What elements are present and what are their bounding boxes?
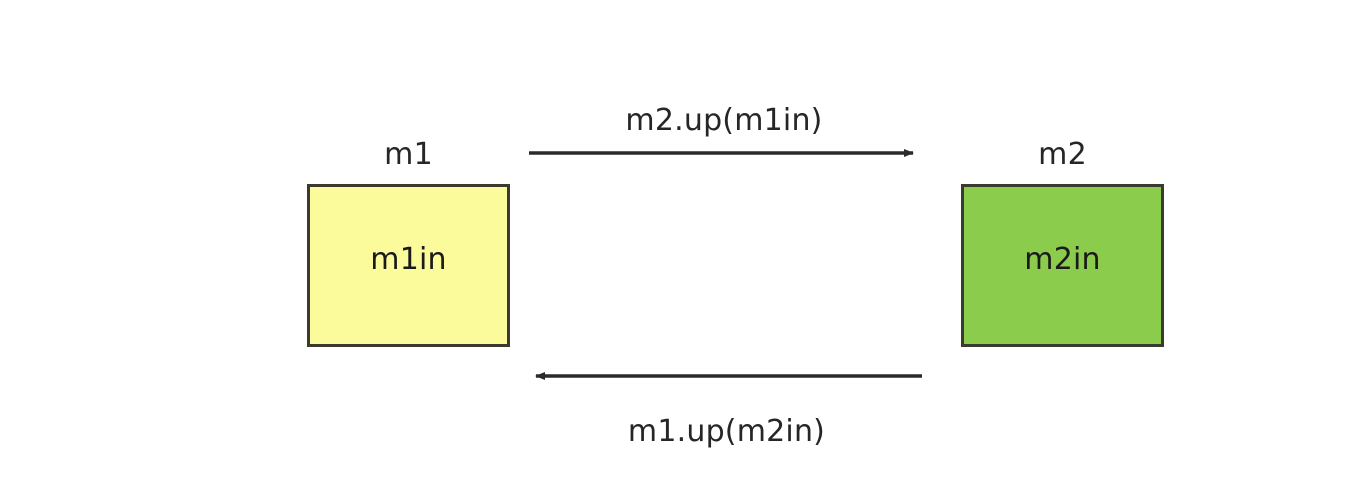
edge-bottom-label: m1.up(m2in): [627, 414, 826, 449]
edge-top-label: m2.up(m1in): [625, 103, 823, 138]
node-m1-inner-label: m1in: [370, 241, 447, 277]
node-m1-title: m1: [384, 137, 433, 172]
node-m2-box[interactable]: m2in: [961, 184, 1164, 347]
node-m1-box[interactable]: m1in: [307, 184, 510, 347]
node-m2-title: m2: [1038, 137, 1087, 172]
node-m2-inner-label: m2in: [1024, 241, 1101, 277]
